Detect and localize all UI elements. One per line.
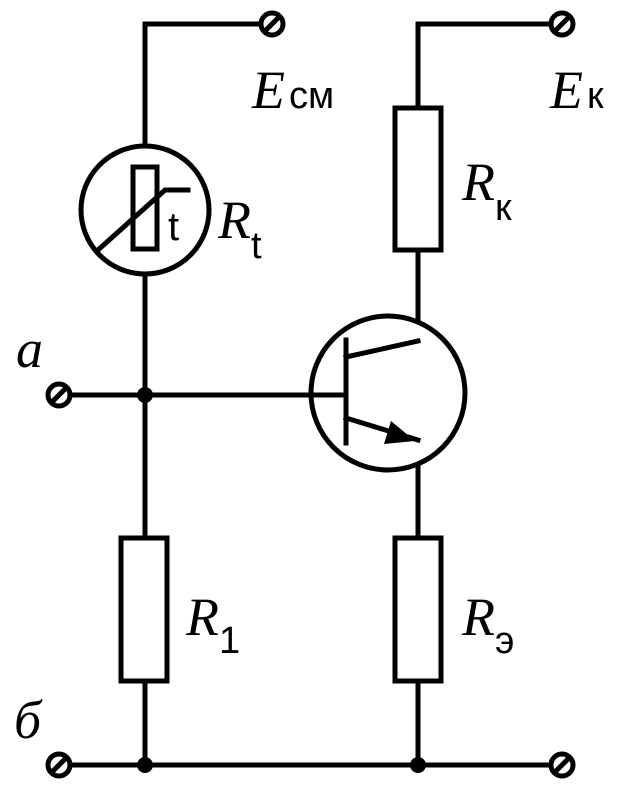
bjt-transistor [308,313,468,473]
thermistor-rt: t [78,143,212,277]
junction-base-node [137,387,153,403]
resistor-re [392,535,444,684]
terminal-b-left [45,751,73,779]
thermistor-mark: t [168,205,179,249]
resistor-r1 [118,535,170,684]
label-node-b: б [14,690,43,750]
label-r-k: Rк [461,152,512,229]
wire-esm-supply [142,21,273,168]
label-r-e: Rэ [461,587,514,662]
resistor-rk [392,105,444,253]
emitter-arrow-icon [384,421,415,444]
terminal-esm [258,10,286,38]
wire-ek-supply [415,21,563,111]
label-r-1: R1 [185,587,240,662]
terminal-a [45,381,73,409]
label-r-t: Rt [217,190,262,267]
junction-ground-left [137,757,153,773]
junction-ground-right [410,757,426,773]
label-node-a: a [16,319,43,379]
thermistor-slash [94,187,191,254]
terminal-b-right [548,751,576,779]
terminal-ek [548,10,576,38]
collector-lead [343,338,421,360]
